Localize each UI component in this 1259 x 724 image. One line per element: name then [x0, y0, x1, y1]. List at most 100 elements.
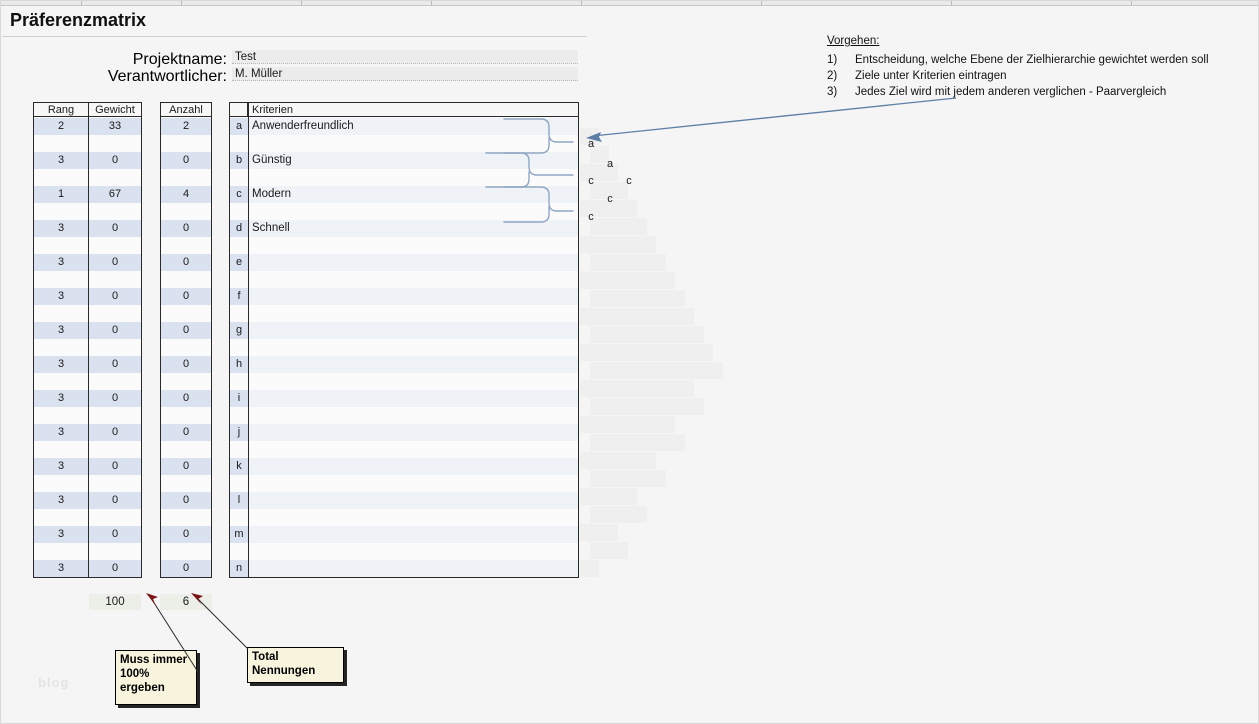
gewicht-cell[interactable]: 0 [89, 560, 141, 577]
matrix-cell[interactable] [627, 326, 647, 343]
matrix-cell[interactable] [589, 254, 609, 271]
project-value[interactable]: Test [235, 51, 257, 63]
matrix-cell[interactable] [580, 524, 599, 541]
matrix-cell[interactable] [599, 200, 618, 217]
matrix-cell[interactable] [589, 398, 609, 415]
kriterien-text[interactable] [249, 390, 578, 407]
kriterien-text[interactable]: Schnell [252, 222, 290, 234]
rang-cell[interactable]: 3 [34, 322, 88, 339]
project-value-box[interactable] [232, 50, 578, 64]
matrix-cell[interactable] [618, 344, 637, 361]
rang-cell[interactable]: 2 [34, 118, 88, 135]
matrix-cell[interactable] [646, 434, 666, 451]
rang-cell[interactable]: 3 [34, 560, 88, 577]
anzahl-cell[interactable]: 0 [161, 152, 211, 169]
anzahl-cell[interactable]: 2 [161, 118, 211, 135]
gewicht-cell[interactable]: 33 [89, 118, 141, 135]
matrix-cell[interactable] [580, 272, 599, 289]
matrix-cell[interactable] [665, 362, 685, 379]
matrix-cell[interactable] [637, 416, 656, 433]
matrix-cell[interactable] [580, 200, 599, 217]
matrix-cell[interactable] [599, 308, 618, 325]
matrix-cell[interactable] [627, 362, 647, 379]
rang-cell[interactable]: 3 [34, 220, 88, 237]
matrix-cell[interactable] [646, 470, 666, 487]
matrix-cell[interactable] [599, 236, 618, 253]
matrix-cell[interactable] [589, 146, 609, 163]
matrix-entry[interactable]: c [588, 211, 594, 223]
matrix-cell[interactable] [637, 452, 656, 469]
matrix-cell[interactable] [618, 380, 637, 397]
matrix-cell[interactable] [646, 290, 666, 307]
matrix-cell[interactable] [580, 416, 599, 433]
kriterien-text[interactable] [249, 458, 578, 475]
matrix-cell[interactable] [580, 308, 599, 325]
matrix-cell[interactable] [665, 434, 685, 451]
matrix-cell[interactable] [608, 326, 628, 343]
rang-cell[interactable]: 1 [34, 186, 88, 203]
matrix-cell[interactable] [684, 326, 704, 343]
matrix-cell[interactable] [618, 272, 637, 289]
matrix-cell[interactable] [646, 254, 666, 271]
matrix-cell[interactable] [627, 506, 647, 523]
matrix-cell[interactable] [637, 344, 656, 361]
matrix-cell[interactable] [656, 416, 675, 433]
anzahl-cell[interactable]: 4 [161, 186, 211, 203]
owner-value[interactable]: M. Müller [235, 68, 283, 80]
gewicht-cell[interactable]: 67 [89, 186, 141, 203]
kriterien-text[interactable]: Günstig [252, 154, 292, 166]
matrix-entry[interactable]: c [626, 175, 632, 187]
gewicht-cell[interactable]: 0 [89, 492, 141, 509]
matrix-cell[interactable] [656, 308, 675, 325]
matrix-cell[interactable] [589, 290, 609, 307]
matrix-cell[interactable] [646, 326, 666, 343]
matrix-cell[interactable] [599, 488, 618, 505]
kriterien-text[interactable] [249, 288, 578, 305]
kriterien-text[interactable] [249, 424, 578, 441]
matrix-cell[interactable] [656, 272, 675, 289]
owner-value-box[interactable] [232, 67, 578, 81]
rang-cell[interactable]: 3 [34, 492, 88, 509]
matrix-entry[interactable]: c [607, 193, 613, 205]
anzahl-cell[interactable]: 0 [161, 560, 211, 577]
matrix-cell[interactable] [599, 380, 618, 397]
matrix-cell[interactable] [608, 470, 628, 487]
matrix-cell[interactable] [580, 488, 599, 505]
gewicht-cell[interactable]: 0 [89, 152, 141, 169]
gewicht-cell[interactable]: 0 [89, 254, 141, 271]
gewicht-cell[interactable]: 0 [89, 458, 141, 475]
matrix-cell[interactable] [637, 380, 656, 397]
kriterien-text[interactable]: Anwenderfreundlich [252, 120, 354, 132]
matrix-cell[interactable] [627, 434, 647, 451]
gewicht-cell[interactable]: 0 [89, 288, 141, 305]
matrix-cell[interactable] [665, 398, 685, 415]
anzahl-cell[interactable]: 0 [161, 322, 211, 339]
anzahl-cell[interactable]: 0 [161, 492, 211, 509]
matrix-cell[interactable] [646, 362, 666, 379]
matrix-cell[interactable] [599, 524, 618, 541]
rang-cell[interactable]: 3 [34, 526, 88, 543]
matrix-cell[interactable] [684, 398, 704, 415]
matrix-cell[interactable] [589, 182, 609, 199]
anzahl-cell[interactable]: 0 [161, 356, 211, 373]
matrix-cell[interactable] [637, 272, 656, 289]
matrix-cell[interactable] [608, 290, 628, 307]
matrix-cell[interactable] [627, 254, 647, 271]
matrix-cell[interactable] [608, 398, 628, 415]
gewicht-cell[interactable]: 0 [89, 390, 141, 407]
matrix-cell[interactable] [599, 452, 618, 469]
matrix-cell[interactable] [627, 218, 647, 235]
matrix-cell[interactable] [675, 344, 694, 361]
matrix-cell[interactable] [637, 308, 656, 325]
matrix-cell[interactable] [599, 416, 618, 433]
matrix-cell[interactable] [656, 344, 675, 361]
kriterien-text[interactable] [249, 254, 578, 271]
matrix-cell[interactable] [580, 164, 599, 181]
gewicht-cell[interactable]: 0 [89, 424, 141, 441]
matrix-cell[interactable] [589, 506, 609, 523]
kriterien-text[interactable]: Modern [252, 188, 291, 200]
matrix-cell[interactable] [589, 434, 609, 451]
rang-cell[interactable]: 3 [34, 254, 88, 271]
kriterien-text[interactable] [249, 560, 578, 577]
rang-cell[interactable]: 3 [34, 390, 88, 407]
